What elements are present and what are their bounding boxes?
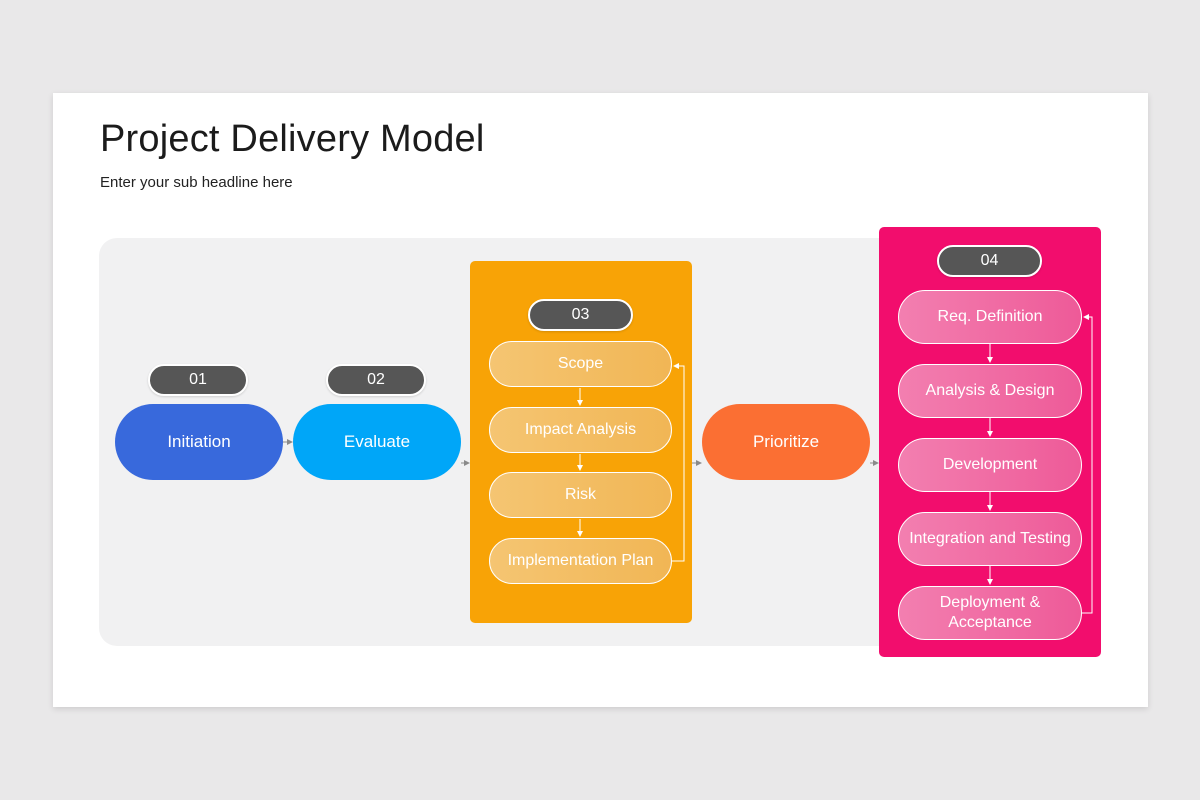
analysis-design-step: Analysis & Design: [898, 364, 1082, 418]
impact-analysis-step: Impact Analysis: [489, 407, 672, 453]
stage-04-number-badge: 04: [937, 245, 1042, 277]
deployment-acceptance-step: Deployment & Acceptance: [898, 586, 1082, 640]
loop-back-stage3: [672, 363, 685, 562]
development-step: Development: [898, 438, 1082, 492]
req-definition-step: Req. Definition: [898, 290, 1082, 344]
page-title: Project Delivery Model: [100, 118, 485, 160]
initiation-step: Initiation: [115, 404, 283, 480]
stage-01-number-badge: 01: [148, 364, 248, 396]
implementation-plan-step: Implementation Plan: [489, 538, 672, 584]
prioritize-step: Prioritize: [702, 404, 870, 480]
risk-step: Risk: [489, 472, 672, 518]
stage-02-number-badge: 02: [326, 364, 426, 396]
page-subtitle: Enter your sub headline here: [100, 174, 293, 191]
loop-back-stage4: [1082, 314, 1093, 614]
evaluate-step: Evaluate: [293, 404, 461, 480]
integration-testing-step: Integration and Testing: [898, 512, 1082, 566]
scope-step: Scope: [489, 341, 672, 387]
stage-03-number-badge: 03: [528, 299, 633, 331]
